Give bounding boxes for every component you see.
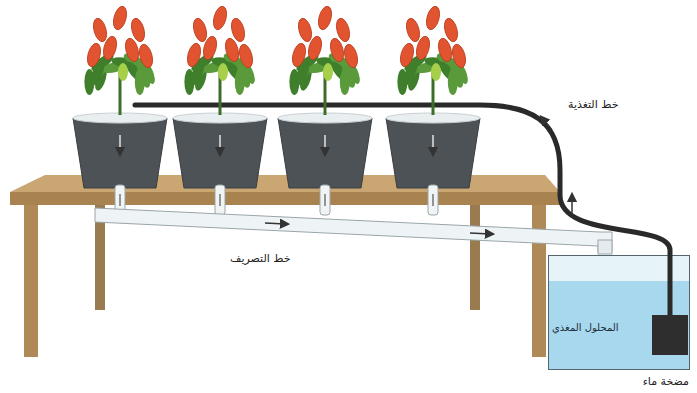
pepper-fruit [218,63,228,81]
table-edge [10,192,560,205]
pump-label: مضخة ماء [641,375,691,388]
table-leg [24,205,38,357]
flow-arrow [119,135,121,152]
pepper-fruit [91,17,109,43]
flow-arrow [470,233,490,234]
pepper-fruit [237,43,255,69]
pepper-fruit [323,63,333,81]
tank-wall [549,256,690,370]
pepper-fruit [316,5,334,31]
pepper-fruit [201,35,219,61]
flow-arrow [571,197,573,215]
drain-line-label: خط التصريف [228,252,293,265]
flow-arrow [219,135,221,152]
plant-pot [73,118,167,188]
nutrient-tank: المحلول المغذي [548,255,690,370]
flow-arrow [543,119,552,130]
water-pump [652,315,688,355]
pepper-fruit [414,35,432,61]
pepper-fruit [185,42,203,68]
flow-arrow [219,194,220,206]
pepper-fruit [306,35,324,61]
pot-spout [215,185,225,215]
drain-elbow [598,240,612,254]
feed-line [668,255,673,317]
pepper-fruit [431,63,441,81]
plant-pot [173,118,267,188]
plant-pot [386,118,480,188]
tank-outline [548,255,690,370]
pepper-fruit [296,17,314,43]
pepper-fruit [111,5,129,31]
pepper-fruit [398,42,416,68]
table-leg [532,205,546,357]
pepper-fruit [404,17,422,43]
feed-line [135,105,670,255]
flow-arrow [324,194,325,206]
pepper-fruit [137,43,155,69]
flow-arrow [432,194,433,206]
pepper-fruit [342,43,360,69]
pepper-fruit [85,42,103,68]
pot-spout [428,185,438,215]
feed-line-label: خط التغذية [566,98,621,111]
flow-arrow [119,194,120,206]
flow-arrow [324,135,326,152]
pepper-fruit [290,42,308,68]
pepper-fruit [450,43,468,69]
pepper-fruit [118,63,128,81]
pepper-fruit [436,37,454,63]
pepper-fruit [101,35,119,61]
art-part [84,5,470,115]
pepper-fruit [123,37,141,63]
flow-arrow [265,223,285,224]
flow-arrow [432,135,434,152]
table-leg [470,200,480,310]
drain-pipe [95,208,612,252]
pepper-fruit [191,17,209,43]
pepper-fruit [424,5,442,31]
art-part [73,113,480,215]
plant-pot [278,118,372,188]
pepper-fruit [328,37,346,63]
pepper-fruit [211,5,229,31]
pot-spout [320,185,330,215]
tank-label: المحلول المغذي [552,322,619,334]
pepper-fruit [223,37,241,63]
